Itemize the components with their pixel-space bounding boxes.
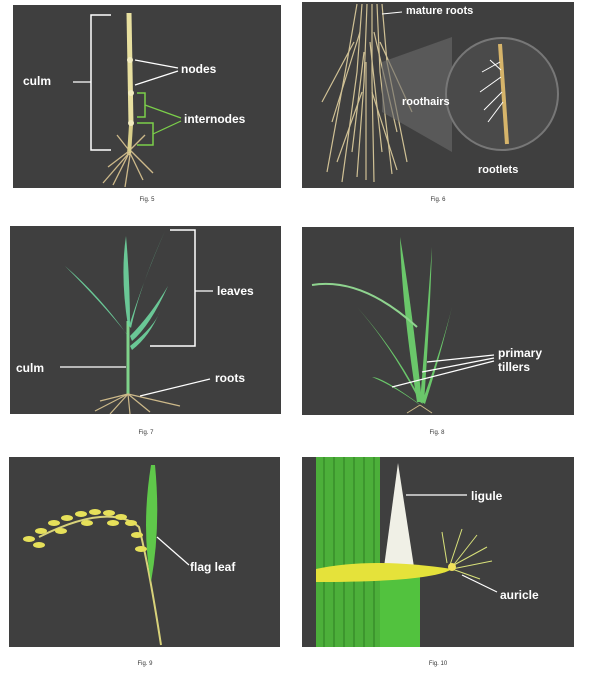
ligule-label: ligule xyxy=(471,490,502,502)
auricle-label: auricle xyxy=(500,589,539,601)
figure-8-panel: primary tillers xyxy=(302,227,574,415)
flag-leaf-label: flag leaf xyxy=(190,561,235,573)
rootlets-label: rootlets xyxy=(478,165,518,176)
tiller-diagram xyxy=(302,227,574,415)
ligule-auricle-diagram xyxy=(302,457,574,647)
flag-leaf-diagram xyxy=(9,457,280,647)
culm-label: culm xyxy=(23,75,51,87)
internodes-label: internodes xyxy=(184,113,245,125)
figure-6-caption: Fig. 6 xyxy=(388,197,488,203)
figure-6-panel: mature roots roothairs rootlets xyxy=(302,2,574,188)
roots-label: roots xyxy=(215,372,245,384)
primary-tillers-label-line1: primary xyxy=(498,347,542,359)
roothairs-label: roothairs xyxy=(402,97,450,108)
figure-10-panel: ligule auricle xyxy=(302,457,574,647)
figure-7-caption: Fig. 7 xyxy=(96,430,196,436)
figure-9-caption: Fig. 9 xyxy=(95,661,195,667)
primary-tillers-label-line2: tillers xyxy=(498,361,530,373)
plant-diagram xyxy=(10,226,281,414)
culm-label-fig7: culm xyxy=(16,362,44,374)
figure-5-caption: Fig. 5 xyxy=(97,197,197,203)
mature-roots-label: mature roots xyxy=(406,6,473,17)
leaves-label: leaves xyxy=(217,285,254,297)
root-diagram xyxy=(302,2,574,188)
figure-10-caption: Fig. 10 xyxy=(388,661,488,667)
culm-diagram xyxy=(13,5,281,188)
figure-8-caption: Fig. 8 xyxy=(387,430,487,436)
figure-7-panel: leaves culm roots xyxy=(10,226,281,414)
figure-5-panel: culm nodes internodes xyxy=(13,5,281,188)
nodes-label: nodes xyxy=(181,63,216,75)
figure-9-panel: flag leaf xyxy=(9,457,280,647)
